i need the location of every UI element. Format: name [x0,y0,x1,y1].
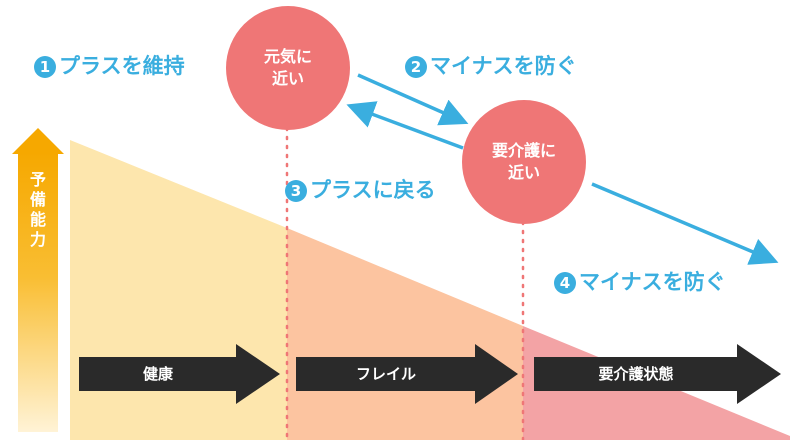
capacity-arrowhead [12,128,64,154]
step-4-number: 4 [554,272,576,294]
stage-frail-label: フレイル [355,365,416,383]
step-3-number: 3 [285,180,307,202]
stage-arrow-frail [296,344,518,404]
arrow-step-4 [591,182,779,265]
circle-near-healthy-line1: 元気に [263,47,312,66]
step-3-text: プラスに戻る [310,178,436,202]
stage-arrow-care [534,344,781,404]
circle-near-healthy-line2: 近い [271,69,304,88]
zone-frail [287,228,523,440]
capacity-bar [18,152,58,432]
step-4-text: マイナスを防ぐ [579,270,726,294]
circle-near-care: 要介護に 近い [462,100,586,224]
arrow-step-2 [357,73,469,126]
step-2-text: マイナスを防ぐ [430,54,577,78]
stage-arrow-healthy [79,344,280,404]
circle-near-healthy: 元気に 近い [226,6,350,130]
circle-near-care-line1: 要介護に [491,141,556,160]
arrow-step-3 [346,101,464,150]
stage-healthy-label: 健康 [142,365,173,383]
circle-near-care-line2: 近い [507,163,540,182]
stage-care-label: 要介護状態 [598,365,674,383]
zone-healthy [70,140,287,440]
step-2-number: 2 [405,56,427,78]
step-1-text: プラスを維持 [59,54,185,78]
reserve-capacity-label: 予 備 能 力 [29,170,46,249]
step-1-number: 1 [34,56,56,78]
